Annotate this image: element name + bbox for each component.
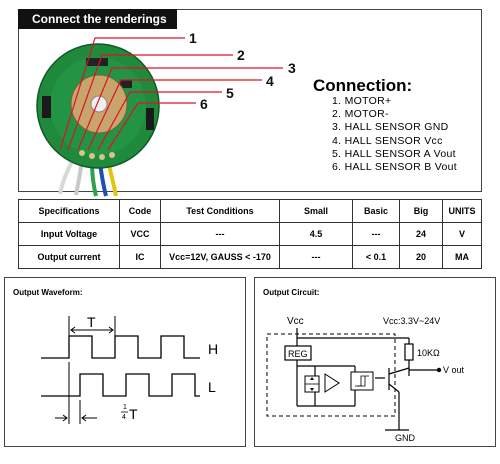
smd-left xyxy=(42,96,51,118)
low-label: L xyxy=(208,379,216,395)
circuit-title: Output Circuit: xyxy=(263,288,320,297)
connection-item: 1. MOTOR+ xyxy=(332,95,392,107)
waveform-panel: Output Waveform: T H L 1 4 T xyxy=(4,277,246,447)
pad xyxy=(109,152,115,158)
table-cell: 20 xyxy=(399,245,443,269)
vcc-label: Vcc xyxy=(287,316,304,327)
connection-item: 2. MOTOR- xyxy=(332,108,389,121)
gnd-label: GND xyxy=(395,433,416,443)
table-cell: VCC xyxy=(119,222,161,246)
smd-right xyxy=(146,108,154,130)
waveform-title: Output Waveform: xyxy=(13,288,83,297)
hall-sensor-top xyxy=(86,58,108,66)
callout-5: 5 xyxy=(226,85,234,101)
wire-white xyxy=(58,157,76,195)
connection-item: 3. HALL SENSOR GND xyxy=(332,121,449,134)
period-label: T xyxy=(87,314,96,330)
connection-list: 1. MOTOR+ 2. MOTOR- 3. HALL SENSOR GND 4… xyxy=(332,95,457,174)
table-cell: MA xyxy=(442,245,482,269)
table-cell: 24 xyxy=(399,222,443,246)
table-header: Big xyxy=(399,199,443,223)
waveform-l xyxy=(41,373,200,397)
table-cell: < 0.1 xyxy=(352,245,400,269)
circuit-panel: Output Circuit: Vcc Vcc:3.3V~24V xyxy=(254,277,496,447)
table-header: Specifications xyxy=(18,199,120,223)
table-row: Output current IC Vcc=12V, GAUSS < -170 … xyxy=(18,245,482,269)
table-header: Basic xyxy=(352,199,400,223)
table-cell: Vcc=12V, GAUSS < -170 xyxy=(160,245,280,269)
regulator-label: REG xyxy=(288,349,308,359)
schmitt-trigger xyxy=(350,371,374,391)
table-header: Test Conditions xyxy=(160,199,280,223)
vout-label: V out xyxy=(443,365,465,375)
table-cell: --- xyxy=(279,245,353,269)
pullup-resistor xyxy=(404,343,414,361)
panel-title: Connect the renderings xyxy=(18,9,177,29)
table-header-row: Specifications Code Test Conditions Smal… xyxy=(18,199,482,223)
ic-boundary xyxy=(266,333,396,417)
high-label: H xyxy=(208,341,218,357)
callout-3: 3 xyxy=(288,60,296,76)
table-header: Small xyxy=(279,199,353,223)
connection-title: Connection: xyxy=(313,76,413,95)
quarter-period-marker xyxy=(55,362,97,424)
regulator-box xyxy=(284,345,312,361)
hall-sensor-right xyxy=(120,80,132,88)
encoder-illustration: 1 2 3 4 5 6 xyxy=(36,30,296,197)
pad xyxy=(99,154,105,160)
quarter-den: 4 xyxy=(122,414,126,421)
table-header: UNITS xyxy=(442,199,482,223)
table-header: Code xyxy=(119,199,161,223)
amplifier xyxy=(324,373,340,393)
table-row: Input Voltage VCC --- 4.5 --- 24 V xyxy=(18,222,482,246)
table-cell: --- xyxy=(160,222,280,246)
table-cell: Input Voltage xyxy=(18,222,120,246)
table-cell: Output current xyxy=(18,245,120,269)
hall-arrow xyxy=(310,377,314,380)
hysteresis-icon xyxy=(357,376,366,387)
circuit-diagram: Vcc Vcc:3.3V~24V REG xyxy=(266,316,465,443)
callout-lines xyxy=(59,37,283,151)
waveform-diagram: T H L 1 4 T xyxy=(41,314,218,424)
quarter-num: 1 xyxy=(123,404,127,411)
connection-item: 5. HALL SENSOR A Vout xyxy=(332,147,456,160)
resistor-label: 10KΩ xyxy=(417,348,440,358)
pad xyxy=(89,153,95,159)
callout-4: 4 xyxy=(266,73,274,89)
supply-label: Vcc:3.3V~24V xyxy=(383,316,440,326)
table-cell: --- xyxy=(352,222,400,246)
spec-table: Specifications Code Test Conditions Smal… xyxy=(18,199,482,269)
period-marker xyxy=(68,316,116,336)
hall-arrow xyxy=(310,388,314,391)
table-cell: 4.5 xyxy=(279,222,353,246)
table-cell: V xyxy=(442,222,482,246)
quarter-T: T xyxy=(129,406,138,422)
pad xyxy=(79,150,85,156)
waveform-h xyxy=(41,335,200,359)
callout-1: 1 xyxy=(189,30,197,46)
connection-item: 6. HALL SENSOR B Vout xyxy=(332,161,457,174)
callout-2: 2 xyxy=(237,47,245,63)
connection-item: 4. HALL SENSOR Vcc xyxy=(332,134,443,147)
callout-numbers: 1 2 3 4 5 6 xyxy=(189,30,296,112)
callout-6: 6 xyxy=(200,96,208,112)
table-cell: IC xyxy=(119,245,161,269)
